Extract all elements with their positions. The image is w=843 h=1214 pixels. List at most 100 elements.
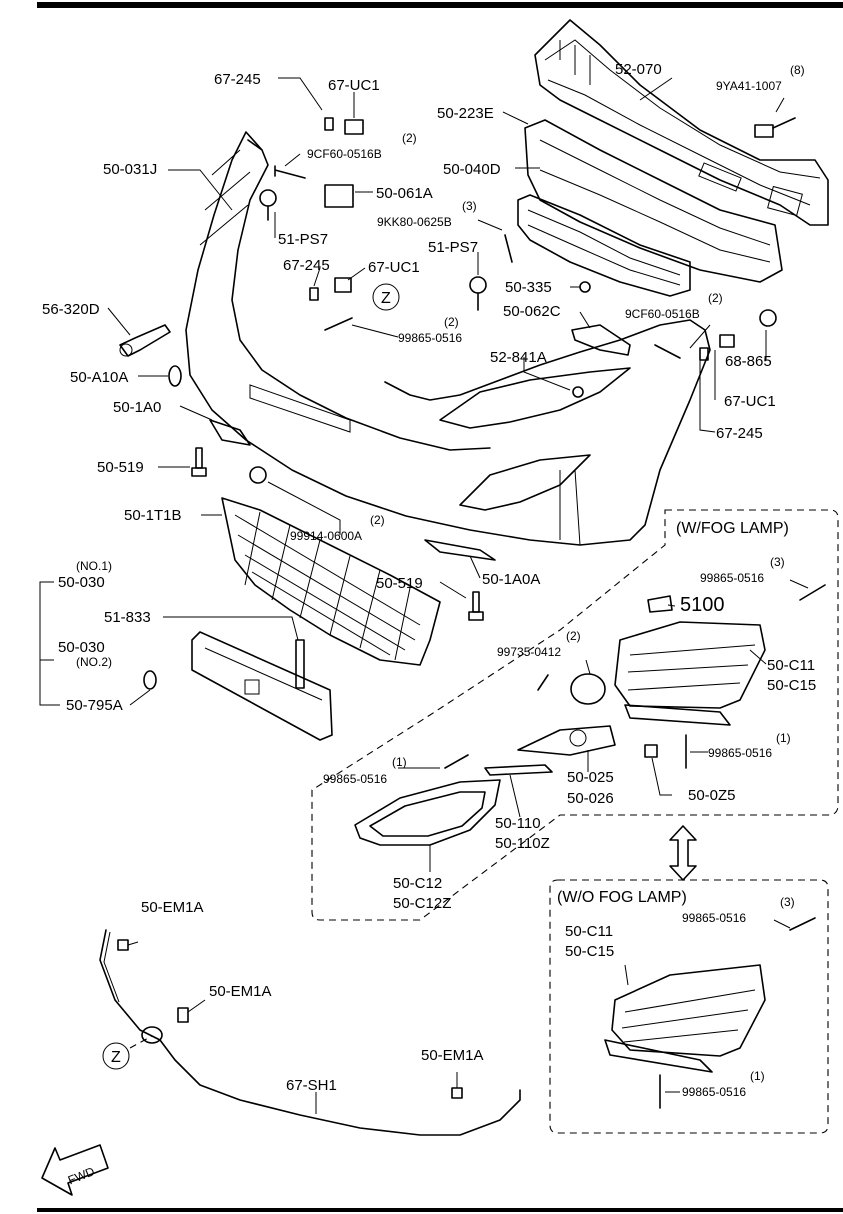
label-50-110: 50-110 xyxy=(495,815,541,832)
energy-absorber xyxy=(524,119,783,283)
label-50-030-b: 50-030 xyxy=(58,639,105,656)
clip-1a0 xyxy=(209,419,251,446)
qty-99735: (2) xyxy=(566,629,581,643)
clip-67-245-b xyxy=(309,287,319,301)
label-9cf60-0516b-b: 9CF60-0516B xyxy=(625,307,700,321)
clip-fog-0z5 xyxy=(644,744,658,758)
label-50-025: 50-025 xyxy=(567,769,614,786)
label-50-519-b: 50-519 xyxy=(376,575,423,592)
forward-arrow-icon xyxy=(41,1144,109,1196)
label-99865-0516-a: 99865-0516 xyxy=(398,331,462,345)
label-5100: 5100 xyxy=(680,594,725,616)
wfog-box-outline xyxy=(311,509,839,921)
clip-67-uc1-c xyxy=(719,334,735,348)
wiring-harness xyxy=(99,929,521,1136)
label-50-030-a: 50-030 xyxy=(58,574,105,591)
fog-lamp-bezel xyxy=(614,621,766,726)
label-50-040d: 50-040D xyxy=(443,161,501,178)
screw-9cf60-b xyxy=(654,344,681,359)
clip-67-245-c xyxy=(699,347,709,361)
label-50-a10a: 50-A10A xyxy=(70,369,128,386)
nut-99914 xyxy=(249,466,267,484)
label-50-c12z: 50-C12Z xyxy=(393,895,451,912)
wofog-bezel xyxy=(604,964,766,1073)
screw-fog-99865-a xyxy=(799,584,826,601)
qty-99865-a: (2) xyxy=(444,315,459,329)
fog-cover-025 xyxy=(517,725,616,756)
clip-52-841a xyxy=(572,386,584,398)
qty-wofog-99865-a: (3) xyxy=(780,895,795,909)
z-marker-dash xyxy=(129,1035,153,1049)
pushpin-51-ps7-a xyxy=(259,189,277,221)
label-67-sh1: 67-SH1 xyxy=(286,1077,337,1094)
label-99735-0412: 99735-0412 xyxy=(497,645,561,659)
part-labels: 67-245 67-UC1 52-070 (8) 9YA41-1007 50-2… xyxy=(42,61,816,1187)
label-56-320d: 56-320D xyxy=(42,301,100,318)
qty-wfog-99865-a: (3) xyxy=(770,555,785,569)
label-wofog-50-c15: 50-C15 xyxy=(565,943,614,960)
bolt-9ya41 xyxy=(754,117,796,138)
qty-wfog-99865-c: (1) xyxy=(392,755,407,769)
wofog-leaders xyxy=(624,919,791,1093)
license-plate-bracket xyxy=(191,631,333,741)
bumper-reinforcement xyxy=(534,19,829,226)
variant-arrow xyxy=(669,825,697,881)
label-em1a-b: 50-EM1A xyxy=(209,983,272,1000)
label-52-841a: 52-841A xyxy=(490,349,547,366)
screw-wofog-a xyxy=(789,917,816,931)
label-em1a-a: 50-EM1A xyxy=(141,899,204,916)
qty-99914: (2) xyxy=(370,513,385,527)
label-wofog-99865-b: 99865-0516 xyxy=(682,1085,746,1099)
label-50-519-a: 50-519 xyxy=(97,459,144,476)
screw-fog-99865-c xyxy=(444,754,469,769)
fog-lamp-unit xyxy=(570,673,606,705)
label-51-ps7-a: 51-PS7 xyxy=(278,231,328,248)
label-50-1a0: 50-1A0 xyxy=(113,399,161,416)
qty-9cf60-b: (2) xyxy=(708,291,723,305)
label-67-uc1-b: 67-UC1 xyxy=(368,259,420,276)
screw-9kk80 xyxy=(504,234,513,263)
bumper-fascia xyxy=(185,131,711,546)
cap-795a xyxy=(143,670,157,690)
label-wfog-99865-c: 99865-0516 xyxy=(323,772,387,786)
connector-67-uc1-b xyxy=(334,277,352,293)
label-52-070: 52-070 xyxy=(615,61,662,78)
label-67-245-a: 67-245 xyxy=(214,71,261,88)
cap-a10a xyxy=(168,365,182,387)
lower-grille xyxy=(221,497,441,666)
label-50-335: 50-335 xyxy=(505,279,552,296)
z-marker-circle-b xyxy=(102,1042,130,1070)
label-68-865: 68-865 xyxy=(725,353,772,370)
pushpin-51-ps7-b xyxy=(469,276,487,311)
label-no2: (NO.2) xyxy=(76,655,112,669)
z-marker-circle-a xyxy=(372,283,400,311)
screw-9cf60-a xyxy=(274,165,306,179)
label-em1a-c: 50-EM1A xyxy=(421,1047,484,1064)
label-50-c12: 50-C12 xyxy=(393,875,442,892)
label-no1: (NO.1) xyxy=(76,559,112,573)
label-50-0z5: 50-0Z5 xyxy=(688,787,736,804)
wofog-box-outline xyxy=(549,879,829,1134)
label-50-795a: 50-795A xyxy=(66,697,123,714)
bolt-50-519-b xyxy=(468,591,484,621)
qty-wfog-99865-b: (1) xyxy=(776,731,791,745)
qty-wofog-99865-b: (1) xyxy=(750,1069,765,1083)
fog-bulb-5100 xyxy=(647,595,673,613)
label-51-833: 51-833 xyxy=(104,609,151,626)
label-67-245-c: 67-245 xyxy=(716,425,763,442)
clip-67-245-a xyxy=(324,117,334,131)
label-9cf60-0516b-a: 9CF60-0516B xyxy=(307,147,382,161)
tow-hook-cover xyxy=(119,324,171,357)
label-9ya41-1007: 9YA41-1007 xyxy=(716,79,782,93)
screw-fog-99735 xyxy=(537,674,549,691)
label-9kk80-0625b: 9KK80-0625B xyxy=(377,215,452,229)
leader-lines xyxy=(39,77,785,706)
label-67-245-b: 67-245 xyxy=(283,257,330,274)
top-border xyxy=(37,2,843,8)
qty-9kk80: (3) xyxy=(462,199,477,213)
z-marker-b: Z xyxy=(111,1049,121,1066)
label-50-061a: 50-061A xyxy=(376,185,433,202)
label-wofog-50-c11: 50-C11 xyxy=(565,923,613,940)
lower-absorber xyxy=(517,194,691,297)
